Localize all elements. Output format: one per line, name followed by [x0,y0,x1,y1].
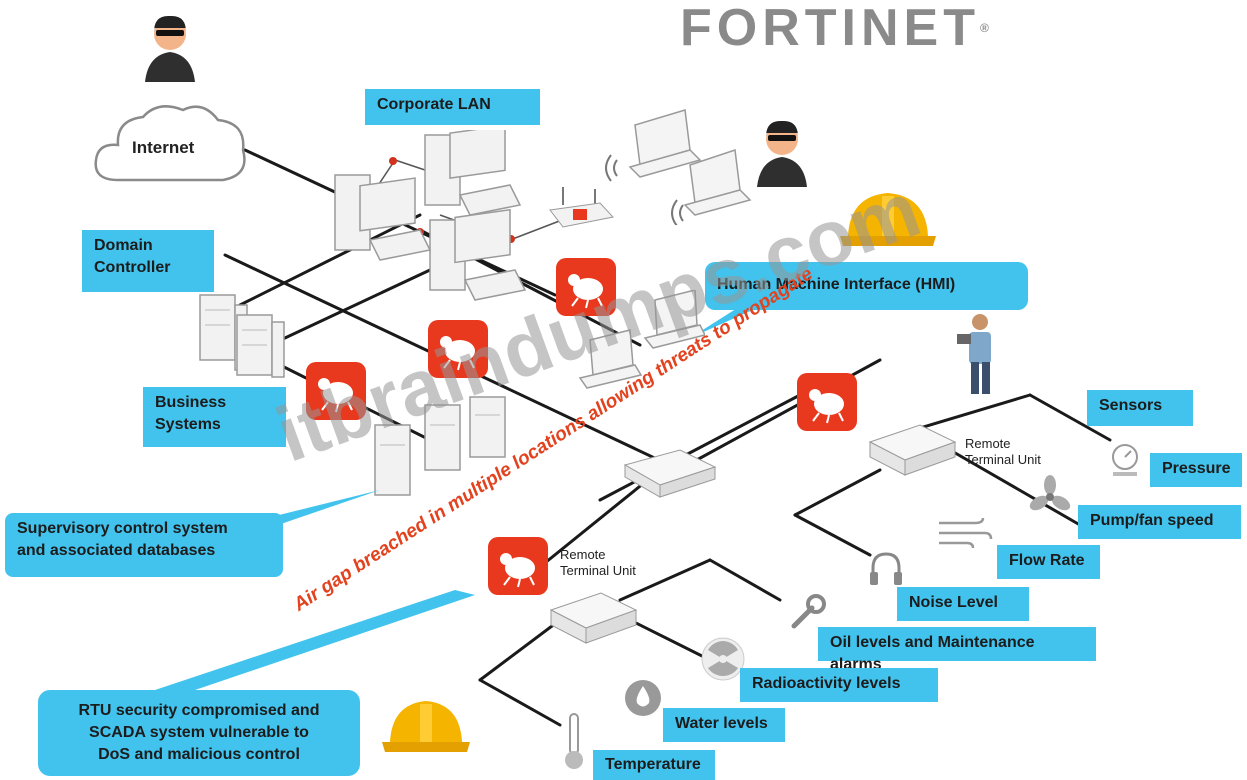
router-icon [549,187,614,228]
wireless-laptops-icon [605,109,752,225]
flow-rate-label: Flow Rate [997,545,1100,579]
wind-flow-icon [939,517,993,549]
rtu-lower-label: Remote Terminal Unit [560,547,636,578]
pump-fan-speed-label: Pump/fan speed [1078,505,1241,539]
pressure-label: Pressure [1150,453,1242,487]
hard-hat-icon [840,193,936,246]
hacker-icon [145,15,195,82]
rtu-device-icon [868,424,957,476]
wrench-icon [791,594,826,629]
fan-icon [1029,475,1071,511]
thermometer-icon [565,713,583,769]
sensors-label: Sensors [1087,390,1193,426]
rtu-device-icon [549,592,638,644]
rtu-upper-label: Remote Terminal Unit [965,436,1041,467]
hacker-icon [757,120,807,187]
callout-tail [155,590,475,690]
threat-bug-icon [306,362,366,420]
callout-tail [275,490,380,526]
callout-tail [690,300,775,338]
threat-bug-icon [488,537,548,595]
threat-bug-icon [797,373,857,431]
server-rack-icon [199,294,285,378]
water-levels-label: Water levels [663,708,785,742]
pressure-gauge-icon [1112,444,1138,476]
network-switch-icon [623,449,717,498]
operator-person-icon [957,314,991,394]
radioactivity-label: Radioactivity levels [740,668,938,702]
water-drop-icon [625,680,661,716]
domain-controller-label: Domain Controller [82,230,214,292]
hard-hat-icon [382,701,470,752]
oil-levels-label: Oil levels and Maintenance alarms [818,627,1096,673]
scada-servers-icon [374,396,506,496]
rtu-compromised-label: RTU security compromised and SCADA syste… [38,690,360,776]
hmi-laptops-icon [578,290,705,389]
noise-level-label: Noise Level [897,587,1029,621]
radiation-icon [701,637,745,681]
temperature-label: Temperature [593,750,715,780]
headphones-icon [870,552,902,585]
business-systems-label: Business Systems [143,387,286,447]
threat-bug-icon [428,320,488,378]
threat-bug-icon [556,258,616,316]
corporate-workstations-icon [334,130,527,301]
corporate-lan-label: Corporate LAN [365,89,540,125]
fortinet-logo: FORTINET® [680,0,989,57]
supervisory-system-label: Supervisory control system and associate… [5,513,283,577]
internet-label: Internet [132,138,195,157]
internet-cloud-icon [94,105,246,182]
